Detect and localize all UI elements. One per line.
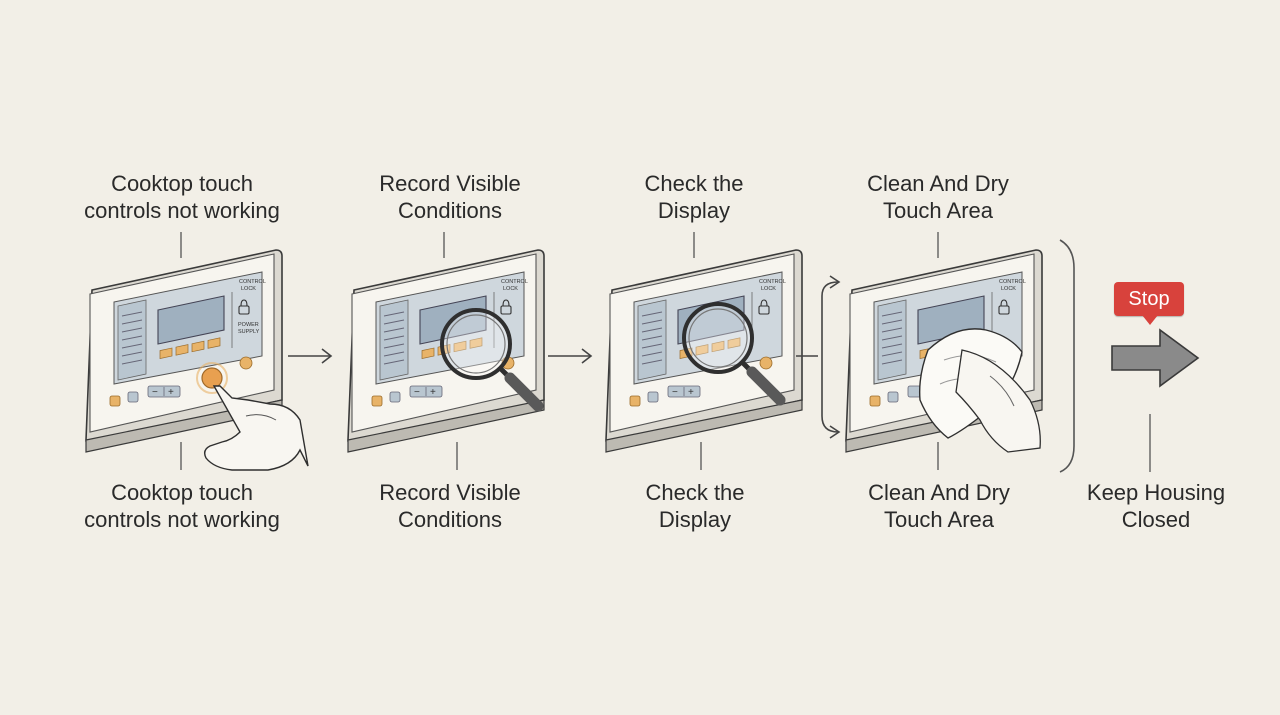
lock-label-2: LOCK <box>503 286 518 292</box>
step-2-title: Record Visible Conditions <box>330 170 570 224</box>
lock-label-3: LOCK <box>761 286 776 292</box>
power-label-1: POWER <box>238 322 259 328</box>
stop-badge: Stop <box>1114 282 1184 325</box>
control-label-4: CONTROL <box>999 279 1026 285</box>
step-4-caption: Clean And Dry Touch Area <box>819 479 1059 533</box>
plus-label-1: + <box>168 387 174 398</box>
cooktop-panel-1: CONTROL LOCK POWER SUPPLY − + <box>85 249 283 453</box>
step-2-title-line1: Record Visible <box>379 171 521 196</box>
minus-label-3: − <box>672 387 678 398</box>
step-3-title-line1: Check the <box>644 171 744 196</box>
step-3-caption: Check the Display <box>575 479 815 533</box>
step-2-caption: Record Visible Conditions <box>330 479 570 533</box>
wiping-hand-icon <box>918 328 1041 453</box>
step-4-title-line1: Clean And Dry <box>867 171 1009 196</box>
plus-label-2: + <box>430 387 436 398</box>
control-label-3: CONTROL <box>759 279 786 285</box>
step-3-title: Check the Display <box>574 170 814 224</box>
lock-label-4: LOCK <box>1001 286 1016 292</box>
final-caption: Keep Housing Closed <box>1036 479 1276 533</box>
step-2-caption-line2: Conditions <box>398 507 502 532</box>
final-caption-line1: Keep Housing <box>1086 480 1226 505</box>
step-2-caption-line1: Record Visible <box>379 480 521 505</box>
step-3-title-line2: Display <box>657 198 731 223</box>
step-1-title-line2: controls not working <box>84 198 280 223</box>
step-1-caption-line1: Cooktop touch <box>111 480 253 505</box>
plus-label-3: + <box>688 387 694 398</box>
step-3-caption-line1: Check the <box>645 480 745 505</box>
step-2-title-line2: Conditions <box>398 198 502 223</box>
step-4-caption-line2: Touch Area <box>883 507 995 532</box>
step-1-title: Cooktop touch controls not working <box>62 170 302 224</box>
supply-label-1: SUPPLY <box>238 329 260 335</box>
arrow-icon-1 <box>288 348 333 364</box>
minus-label-2: − <box>414 387 420 398</box>
control-label-1: CONTROL <box>239 279 266 285</box>
final-caption-line2: Closed <box>1121 507 1191 532</box>
step-1-title-line1: Cooktop touch <box>111 171 253 196</box>
pressing-finger-icon <box>196 362 309 471</box>
cooktop-panel-2: CONTROL LOCK − + <box>347 249 545 453</box>
lock-label-1: LOCK <box>241 286 256 292</box>
step-1-caption-line2: controls not working <box>84 507 280 532</box>
final-arrow-icon <box>1111 328 1200 388</box>
step-4-caption-line1: Clean And Dry <box>868 480 1010 505</box>
arrow-icon-2 <box>548 348 593 364</box>
closing-bracket-icon <box>1059 239 1075 473</box>
step-4-title: Clean And Dry Touch Area <box>818 170 1058 224</box>
control-label-2: CONTROL <box>501 279 528 285</box>
cooktop-panel-3: CONTROL LOCK − + <box>605 249 803 453</box>
step-3-caption-line2: Display <box>658 507 732 532</box>
step-1-caption: Cooktop touch controls not working <box>62 479 302 533</box>
branch-bracket-icon <box>796 275 841 439</box>
cooktop-panel-4: CONTROL LOCK <box>845 249 1043 453</box>
step-4-title-line2: Touch Area <box>882 198 994 223</box>
minus-label-1: − <box>152 387 158 398</box>
